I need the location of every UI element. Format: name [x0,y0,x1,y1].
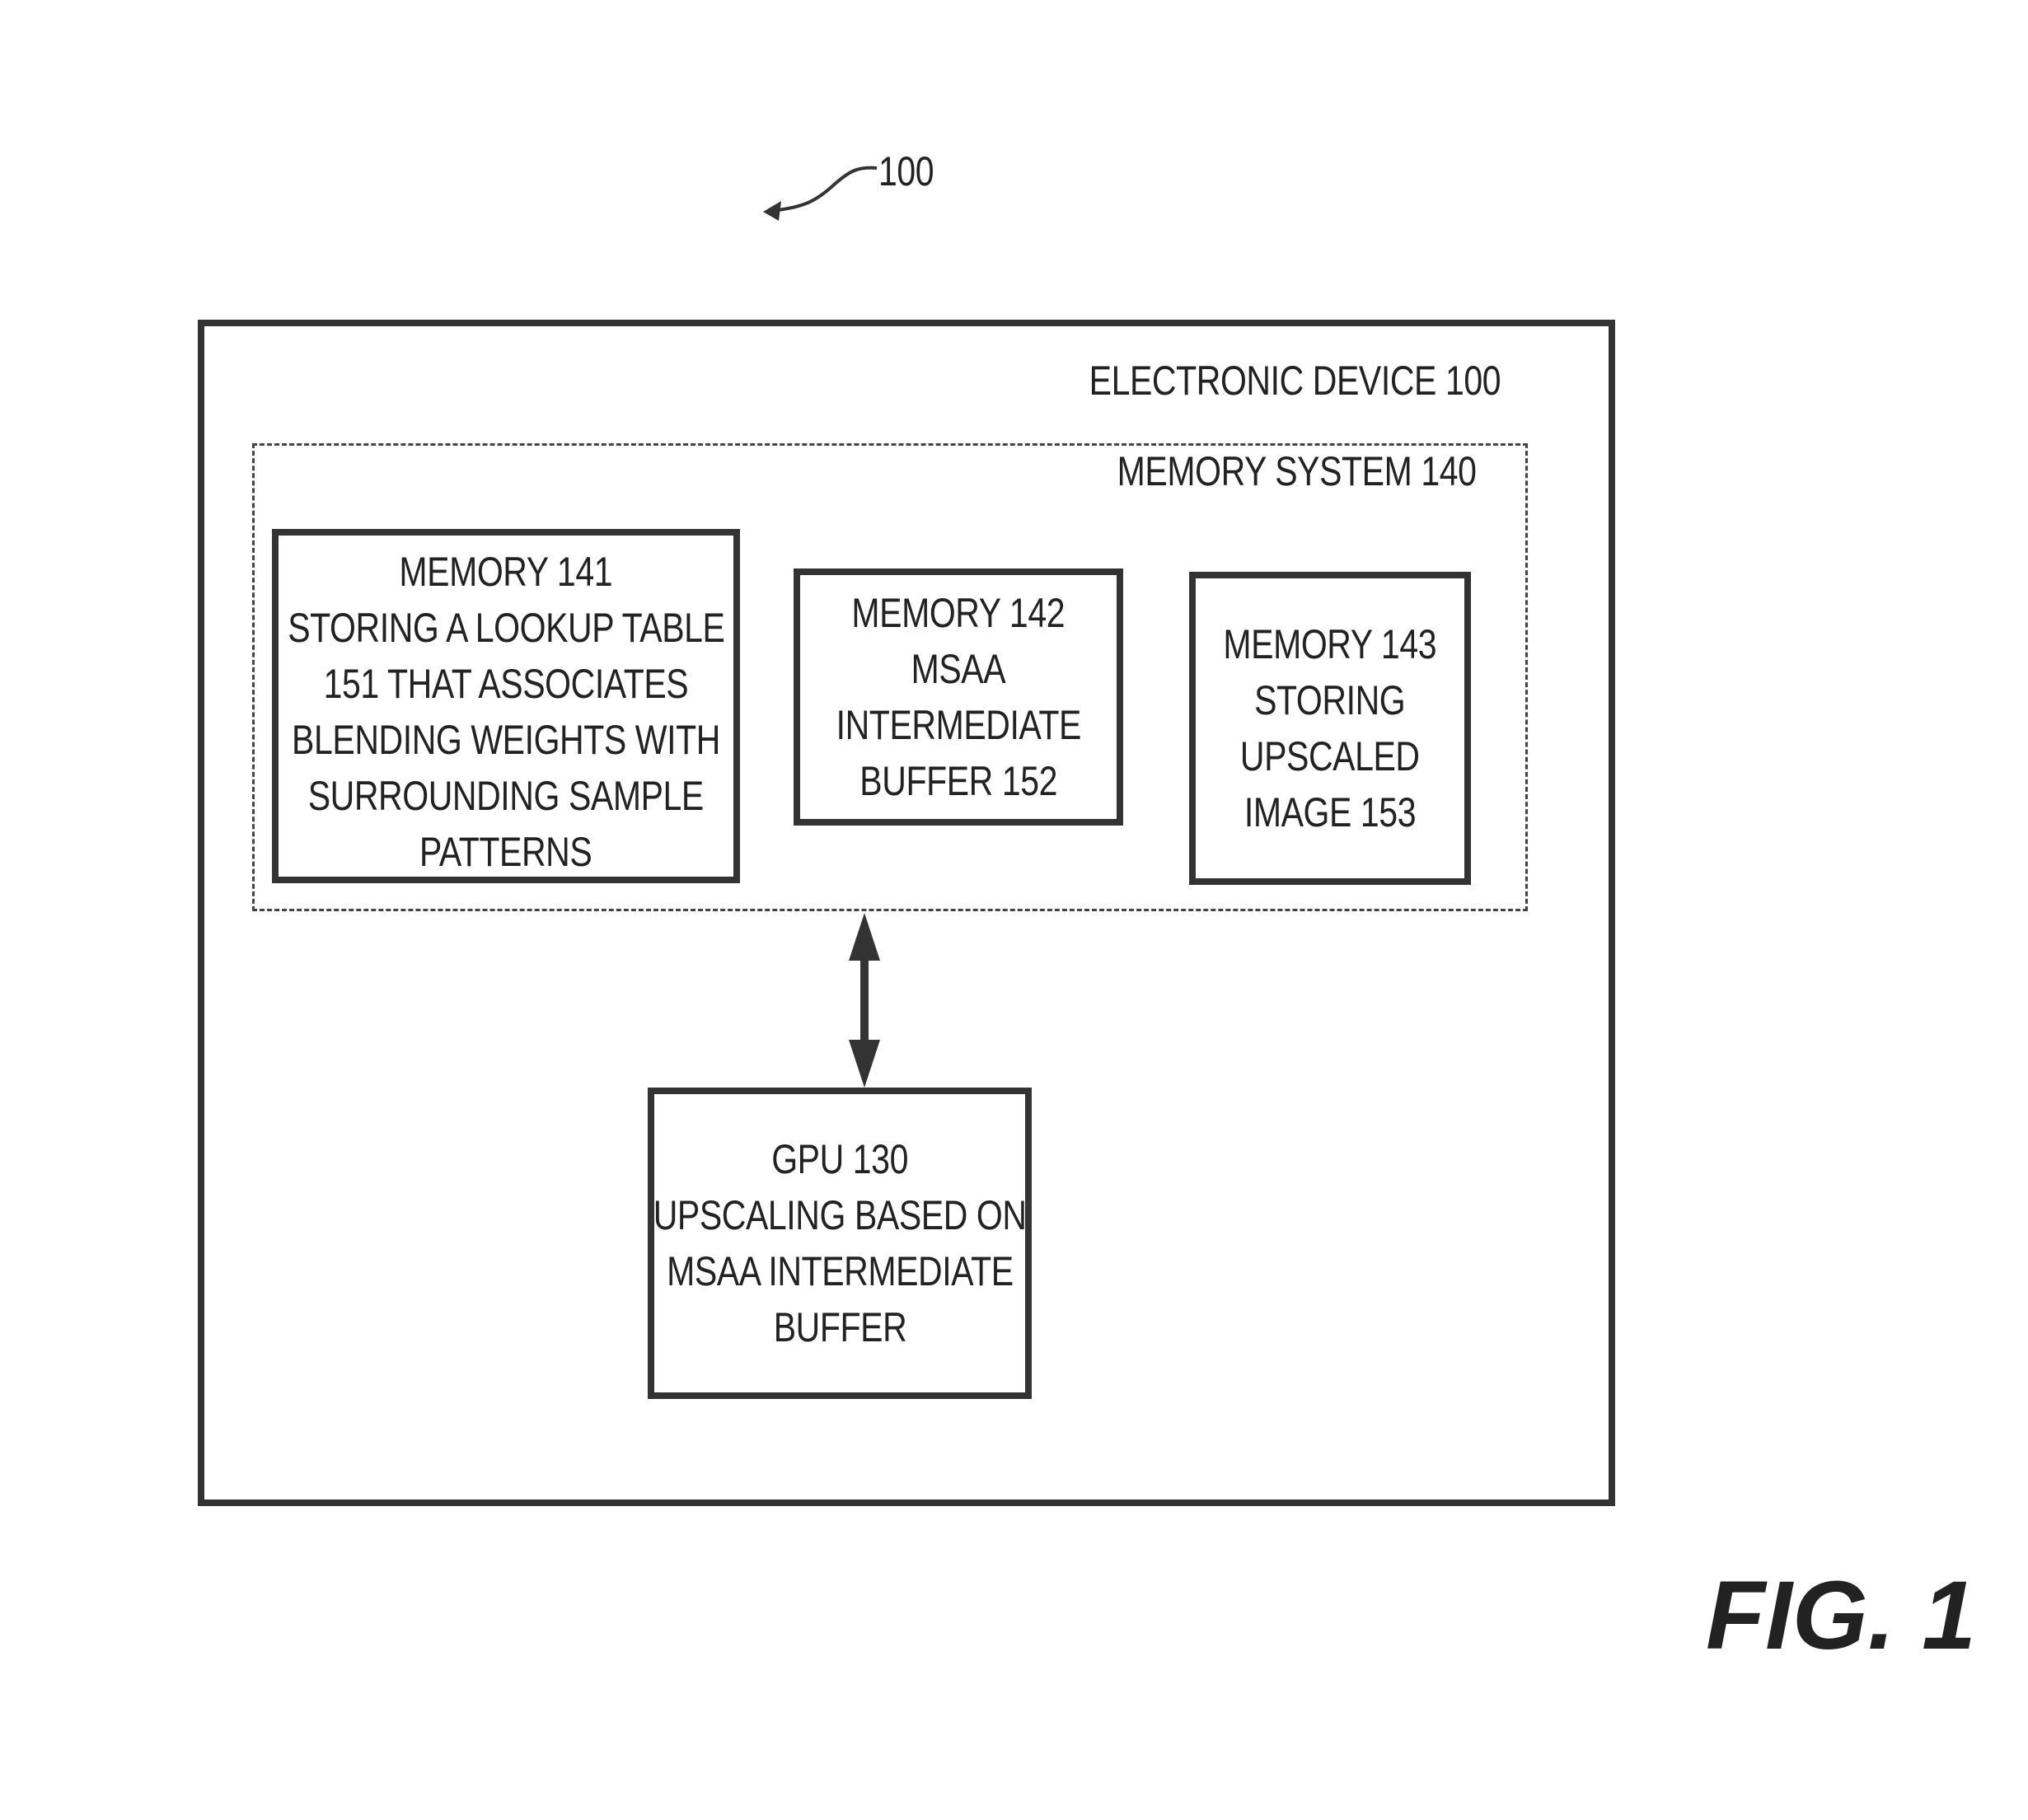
memory-141-block: MEMORY 141 STORING A LOOKUP TABLE 151 TH… [272,529,740,883]
memory-142-line: INTERMEDIATE [836,702,1081,748]
leader-curve [770,166,878,213]
memory-system-label: MEMORY SYSTEM 140 [1117,448,1476,494]
memory-143-line: UPSCALED [1240,733,1420,779]
gpu-130-line: MSAA INTERMEDIATE [666,1248,1014,1294]
memory-142-line: BUFFER 152 [859,758,1057,804]
memory-143-block: MEMORY 143 STORING UPSCALED IMAGE 153 [1189,572,1471,885]
memory-142-line: MEMORY 142 [851,590,1066,636]
bus-arrowhead-down [849,1040,880,1088]
memory-142-block: MEMORY 142 MSAA INTERMEDIATE BUFFER 152 [794,568,1123,826]
gpu-130-line: GPU 130 [771,1136,908,1182]
memory-143-line: MEMORY 143 [1223,621,1437,667]
memory-141-line: STORING A LOOKUP TABLE [287,605,725,651]
figure-label: FIG. 1 [1706,1561,1976,1670]
memory-143-line: IMAGE 153 [1243,789,1417,835]
gpu-130-line: BUFFER [773,1304,906,1350]
reference-numeral: 100 [878,148,934,194]
electronic-device-box [198,320,1615,1506]
memory-141-line: 151 THAT ASSOCIATES [323,661,689,707]
bus-arrowhead-up [849,913,880,961]
memory-141-line: SURROUNDING SAMPLE [307,773,705,819]
gpu-130-line: UPSCALING BASED ON [653,1192,1027,1238]
memory-system-box [252,443,1528,911]
leader-arrowhead [763,201,781,221]
memory-142-line: MSAA [911,646,1006,692]
memory-141-line: MEMORY 141 [399,549,613,595]
memory-143-line: STORING [1254,677,1406,723]
gpu-130-block: GPU 130 UPSCALING BASED ON MSAA INTERMED… [648,1088,1032,1399]
memory-141-line: BLENDING WEIGHTS WITH [292,717,720,763]
memory-141-line: PATTERNS [419,829,592,875]
electronic-device-label: ELECTRONIC DEVICE 100 [1089,358,1501,404]
